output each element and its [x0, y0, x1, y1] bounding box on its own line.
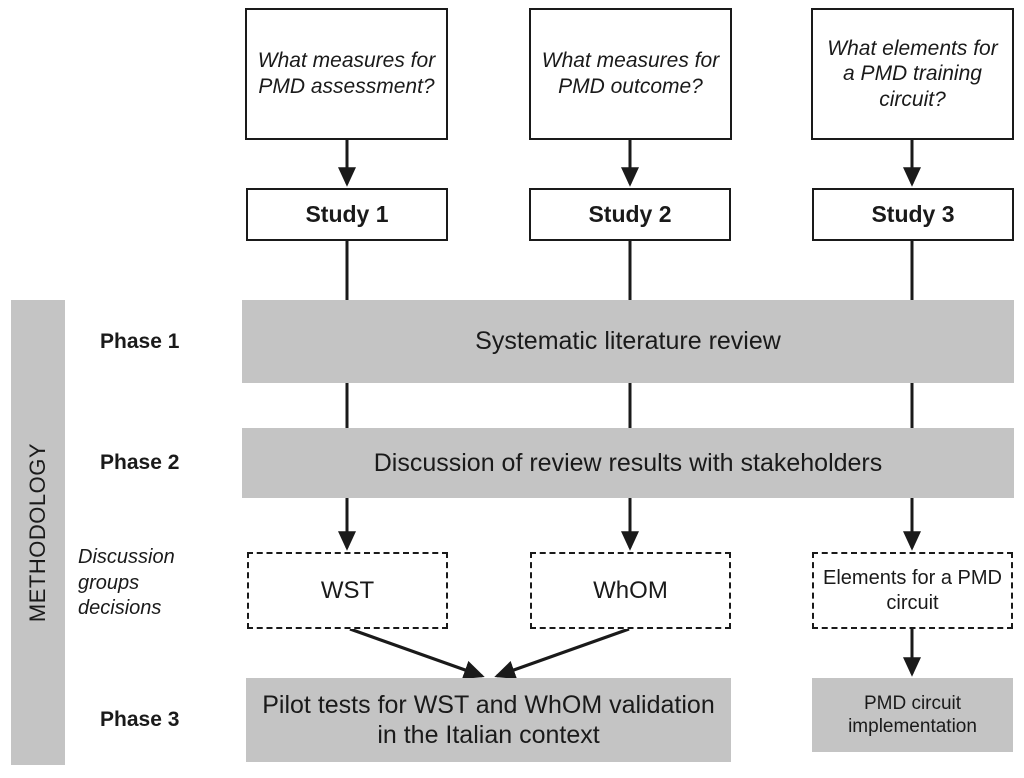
study-box-3-label: Study 3	[871, 201, 955, 228]
question-box-1-text: What measures for PMD assessment?	[257, 49, 436, 98]
outcome-box-pmd-circuit-implementation-text: PMD circuit implementation	[848, 692, 977, 737]
question-box-2[interactable]: What measures for PMD outcome?	[529, 8, 732, 140]
question-box-1[interactable]: What measures for PMD assessment?	[245, 8, 448, 140]
methodology-sidebar-label: METHODOLOGY	[25, 442, 50, 623]
decision-box-wst[interactable]: WST	[247, 552, 448, 629]
phase-1-band-text: Systematic literature review	[475, 327, 781, 356]
outcome-box-pmd-circuit-implementation: PMD circuit implementation	[812, 678, 1013, 752]
phase-1-label: Phase 1	[100, 300, 235, 383]
decision-box-pmd-circuit[interactable]: Elements for a PMD circuit	[812, 552, 1013, 629]
question-box-3[interactable]: What elements for a PMD training circuit…	[811, 8, 1014, 140]
question-box-3-text: What elements for a PMD training circuit…	[827, 36, 998, 111]
question-box-2-text: What measures for PMD outcome?	[541, 49, 720, 98]
discussion-groups-decisions-label: Discussion groups decisions	[78, 545, 228, 635]
phase-1-label-text: Phase 1	[100, 329, 180, 353]
outcome-box-pilot-tests: Pilot tests for WST and WhOM validation …	[246, 678, 731, 762]
decision-box-whom[interactable]: WhOM	[530, 552, 731, 629]
study-box-1[interactable]: Study 1	[246, 188, 448, 241]
discussion-groups-decisions-text: Discussion groups decisions	[78, 546, 175, 620]
phase-2-band-text: Discussion of review results with stakeh…	[373, 448, 883, 477]
study-box-1-label: Study 1	[305, 201, 389, 228]
decision-box-pmd-circuit-text: Elements for a PMD circuit	[823, 567, 1002, 614]
decision-box-whom-text: WhOM	[593, 576, 668, 604]
phase-3-label: Phase 3	[100, 678, 235, 762]
phase-2-band: Discussion of review results with stakeh…	[242, 428, 1014, 498]
phase-2-label: Phase 2	[100, 428, 235, 498]
phase-3-label-text: Phase 3	[100, 708, 180, 731]
methodology-sidebar: METHODOLOGY	[11, 300, 65, 765]
phase-1-band: Systematic literature review	[242, 300, 1014, 383]
study-box-2[interactable]: Study 2	[529, 188, 731, 241]
outcome-box-pilot-tests-text: Pilot tests for WST and WhOM validation …	[262, 690, 715, 750]
study-box-3[interactable]: Study 3	[812, 188, 1014, 241]
phase-2-label-text: Phase 2	[100, 451, 180, 474]
study-box-2-label: Study 2	[588, 201, 672, 228]
decision-box-wst-text: WST	[320, 576, 375, 604]
